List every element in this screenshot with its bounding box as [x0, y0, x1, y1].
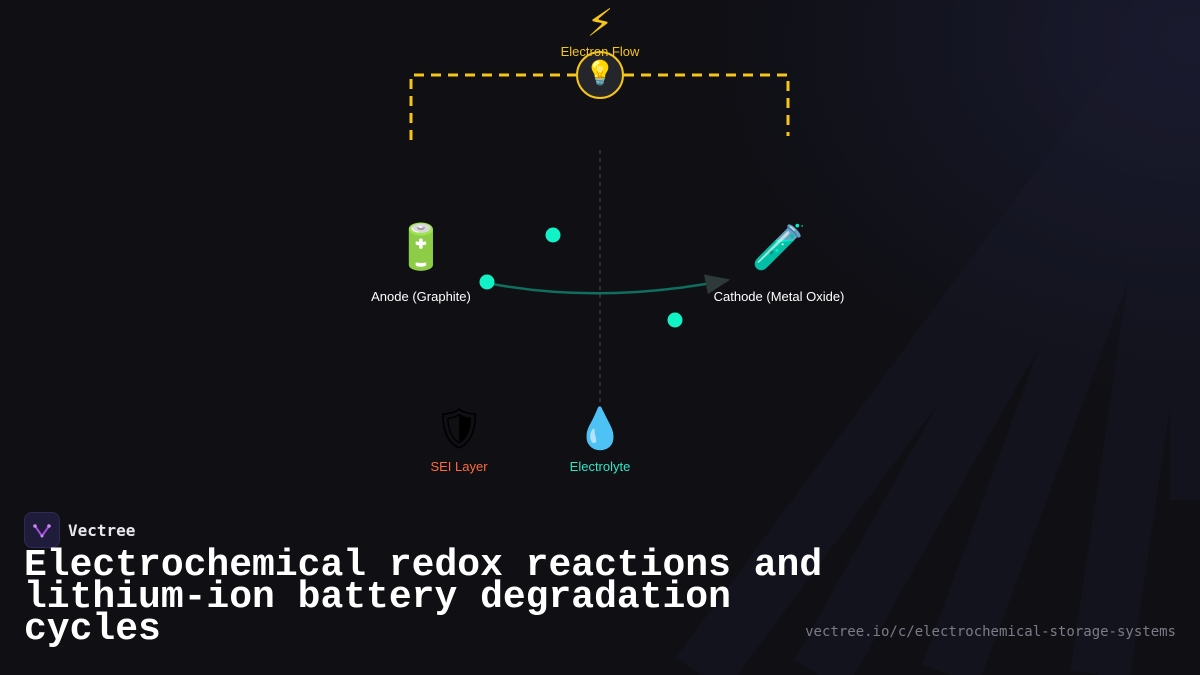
source-url[interactable]: vectree.io/c/electrochemical-storage-sys… — [805, 624, 1176, 640]
droplet-icon: 💧 — [575, 406, 625, 452]
brand-name: Vectree — [68, 520, 136, 540]
brand[interactable]: Vectree — [24, 512, 135, 548]
light-bulb-icon: 💡 — [585, 59, 615, 87]
page-title: Electrochemical redox reactions and lith… — [24, 544, 823, 651]
vectree-logo-icon — [24, 512, 60, 548]
bulb-circle — [576, 51, 624, 99]
electrolyte-label: Electrolyte — [569, 459, 631, 474]
lithium-ion — [667, 312, 683, 328]
lithium-ion — [545, 227, 561, 243]
test-tube-icon: 🧪 — [751, 222, 807, 273]
sei-layer-label: SEI Layer — [430, 459, 488, 474]
battery-icon: 🔋 — [393, 222, 449, 273]
electron-flow-label: Electron Flow — [560, 44, 640, 59]
lightning-icon: ⚡ — [586, 1, 614, 45]
shield-icon: 🛡 — [433, 406, 485, 452]
lithium-ion — [479, 274, 495, 290]
anode-label: Anode (Graphite) — [371, 289, 471, 304]
ion-flow-arrow — [486, 274, 731, 295]
cathode-label: Cathode (Metal Oxide) — [713, 289, 845, 304]
external-circuit-wire — [409, 73, 790, 140]
